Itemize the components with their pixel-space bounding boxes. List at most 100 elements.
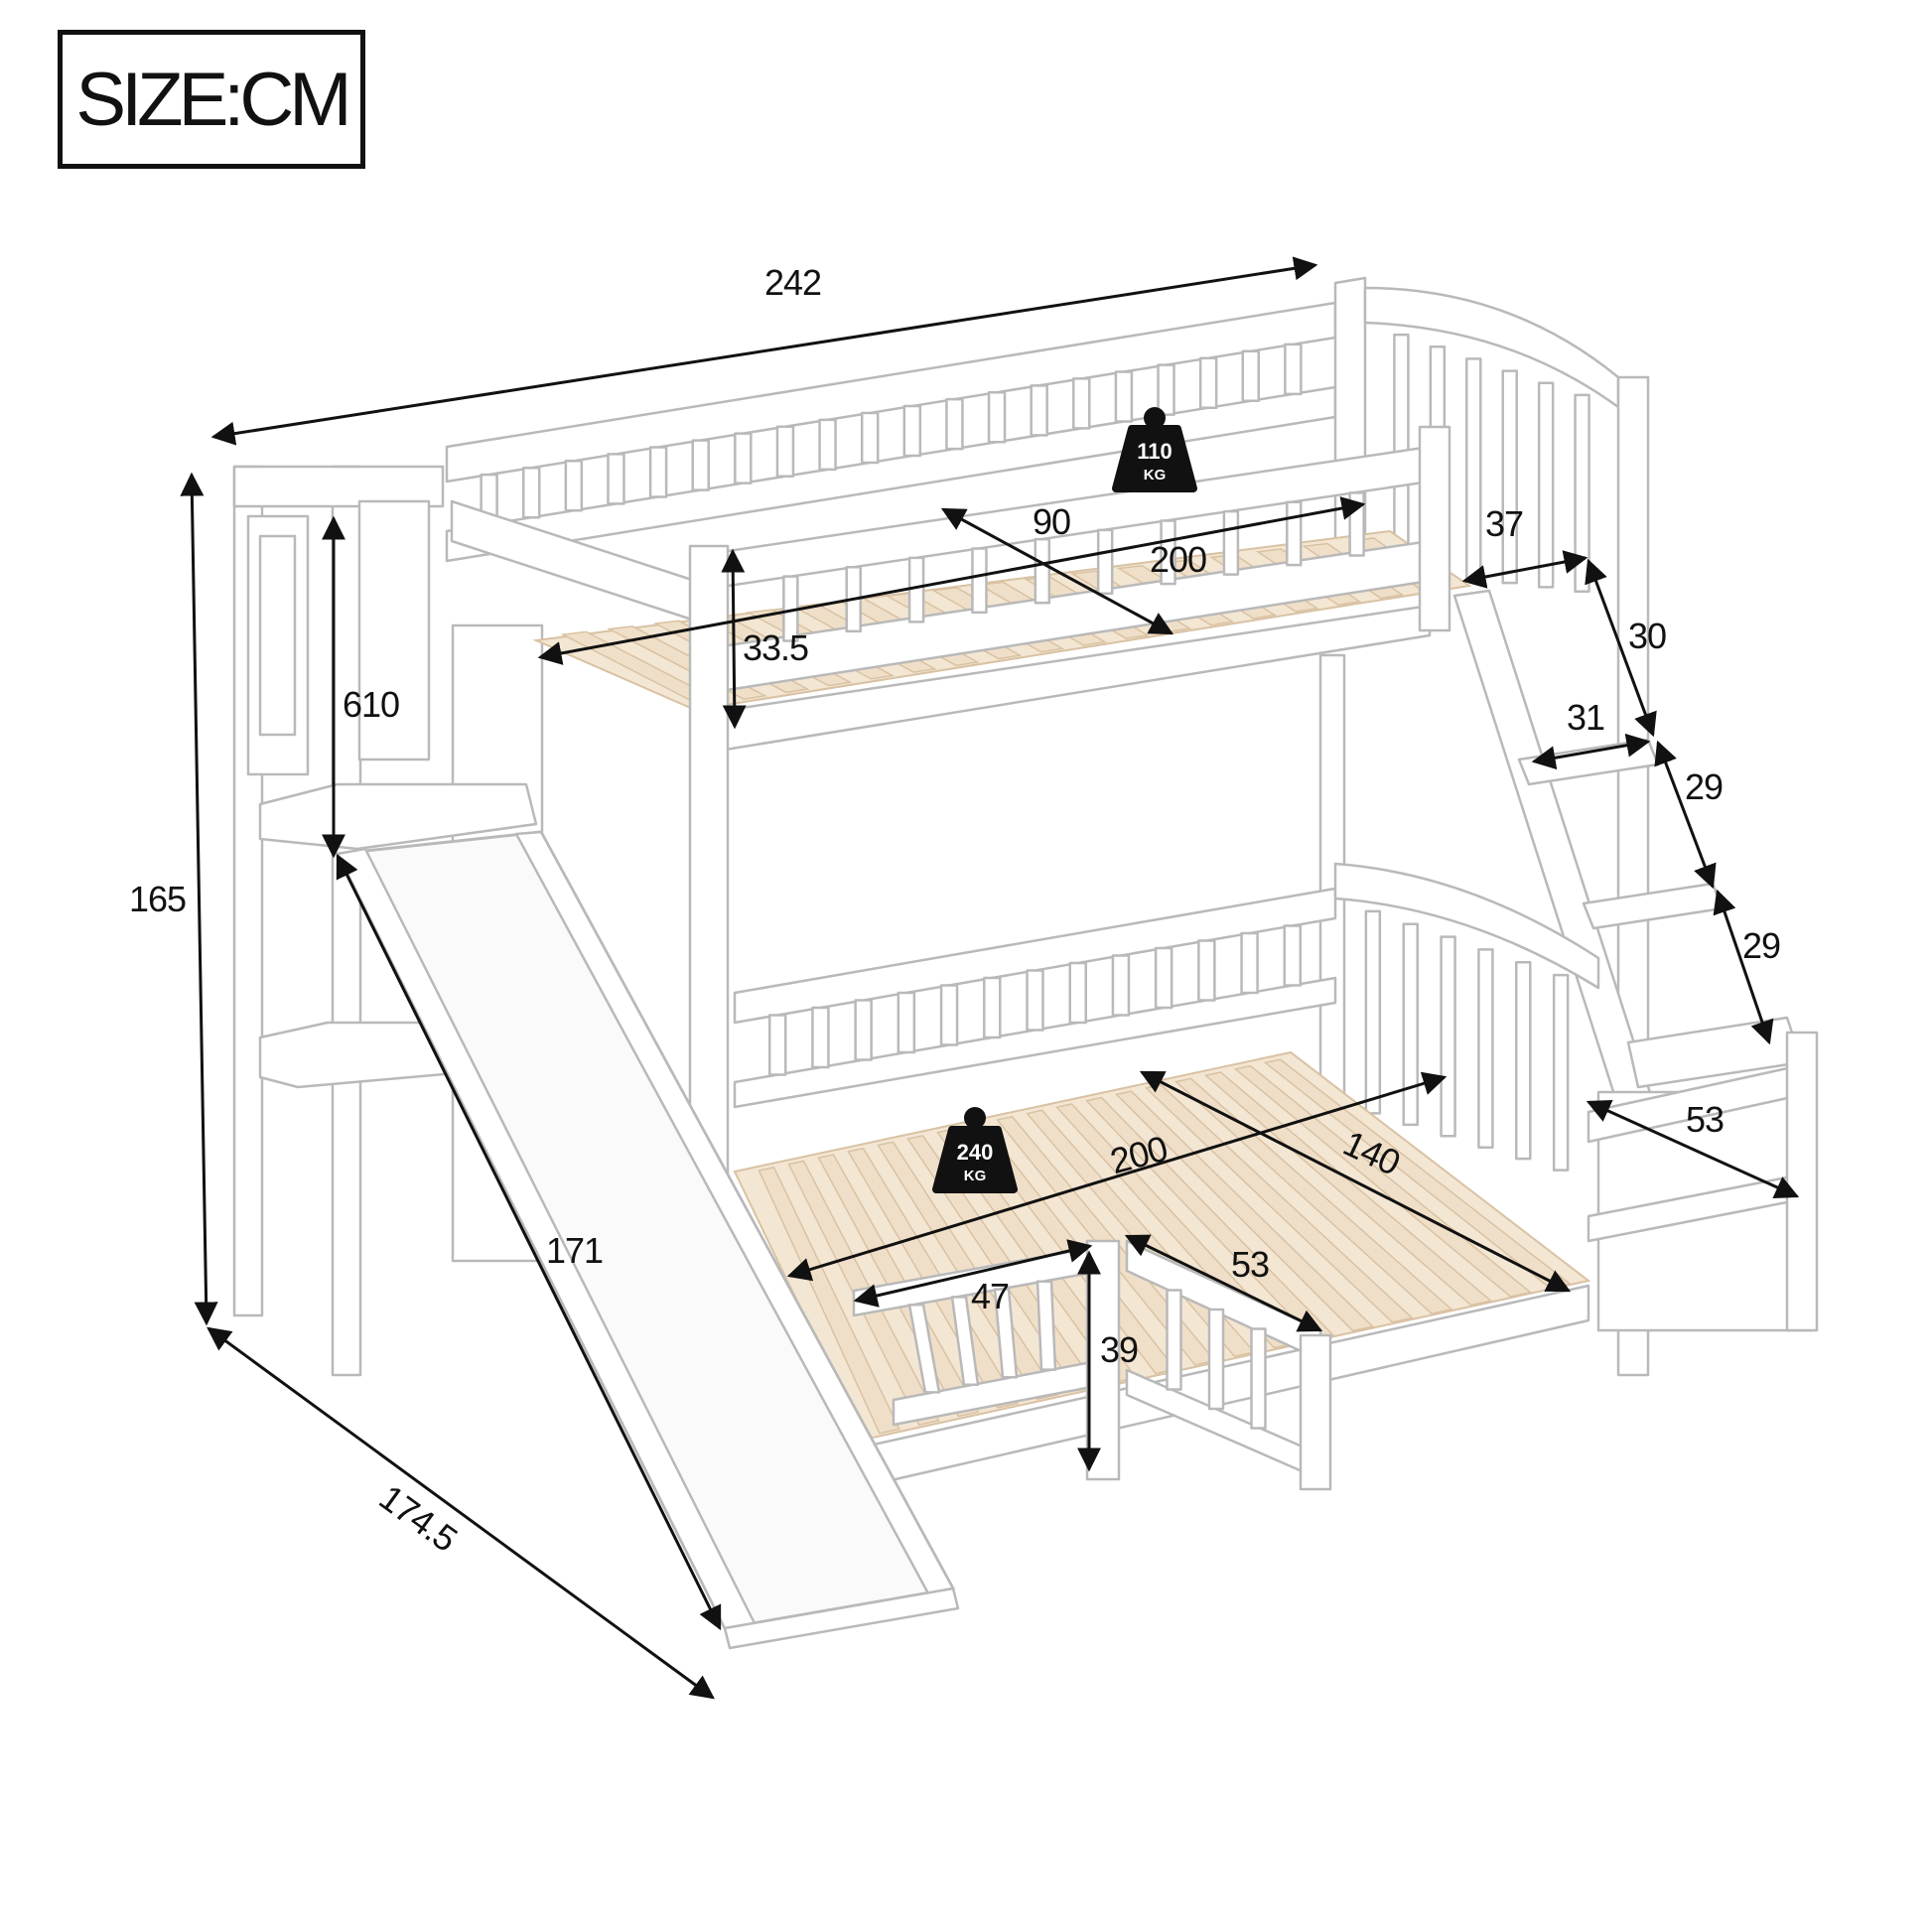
- slat: [1157, 363, 1175, 416]
- slat: [1111, 954, 1131, 1017]
- label-guard-height-lower: 39: [1100, 1329, 1138, 1370]
- slat: [1030, 384, 1048, 437]
- slat: [1537, 381, 1555, 589]
- slat: [767, 1014, 787, 1076]
- bed-structure: [232, 276, 1819, 1650]
- slat: [939, 984, 959, 1046]
- arrow-slide-length: [336, 853, 722, 1631]
- slat: [648, 446, 668, 498]
- gate-post: [1299, 1333, 1332, 1491]
- right-guard-post: [1785, 1031, 1819, 1332]
- slat: [775, 425, 795, 479]
- slat: [907, 556, 925, 623]
- slat: [1348, 491, 1365, 557]
- slat: [1114, 370, 1134, 423]
- bottom-load-value: 240: [957, 1140, 994, 1165]
- label-step-rise-2: 29: [1685, 766, 1723, 807]
- size-unit-label: SIZE:CM: [58, 30, 365, 169]
- top-load-value: 110: [1137, 439, 1173, 464]
- slat: [1402, 922, 1419, 1127]
- dimension-arrows: [180, 256, 1800, 1700]
- label-overall-length: 242: [764, 262, 821, 303]
- slat: [1501, 369, 1518, 585]
- slat: [1364, 909, 1382, 1115]
- slat: [1283, 924, 1303, 987]
- lower-back-top-rail: [733, 887, 1337, 1025]
- label-top-length: 200: [1150, 539, 1206, 580]
- slat: [1068, 961, 1087, 1025]
- arrow-step-rise-3: [1713, 889, 1774, 1045]
- slat: [564, 460, 584, 512]
- label-stair-box-width: 53: [1686, 1099, 1724, 1140]
- slat: [1241, 349, 1261, 403]
- slat: [1465, 357, 1482, 581]
- slat: [1222, 509, 1240, 576]
- slat: [1166, 1289, 1182, 1391]
- tower-top-rail: [232, 465, 445, 508]
- slat: [983, 976, 1002, 1039]
- label-step-width: 31: [1567, 697, 1604, 738]
- slat: [1034, 537, 1051, 605]
- ladder-step-2: [1582, 882, 1725, 930]
- slat: [1207, 1308, 1225, 1411]
- arrow-stair-box-width: [1586, 1099, 1800, 1199]
- arrow-gate-opening: [1124, 1234, 1323, 1332]
- arrow-step-rise-1: [1585, 558, 1657, 738]
- slat: [945, 397, 964, 451]
- slat: [607, 453, 625, 505]
- top-load-unit: KG: [1144, 467, 1167, 483]
- slat: [1552, 973, 1570, 1172]
- slat: [1286, 500, 1303, 567]
- bottom-load-unit: KG: [964, 1168, 987, 1184]
- slat: [1440, 935, 1456, 1138]
- tower-post-front-left: [331, 465, 362, 1377]
- label-top-width: 90: [1033, 501, 1070, 542]
- slat: [897, 991, 916, 1054]
- label-slide-length: 171: [546, 1230, 603, 1271]
- slat: [1284, 343, 1303, 396]
- slat: [1250, 1327, 1267, 1430]
- slat: [987, 390, 1007, 444]
- upper-guard-post: [1418, 425, 1451, 632]
- arrow-step-rise-2: [1654, 740, 1717, 890]
- arrow-guard-height: [721, 548, 747, 730]
- slat: [1154, 946, 1173, 1010]
- slat: [971, 547, 988, 615]
- slat: [1574, 393, 1590, 593]
- label-overall-height: 165: [129, 879, 186, 919]
- slat: [902, 404, 922, 458]
- label-guard-height: 33.5: [743, 627, 808, 668]
- slat: [1198, 356, 1218, 409]
- slat: [811, 1006, 830, 1069]
- slat: [521, 466, 541, 519]
- slat: [1240, 931, 1259, 995]
- arrow-overall-height: [180, 472, 218, 1326]
- slat: [691, 439, 710, 491]
- arrow-guard-length: [853, 1239, 1093, 1308]
- slat: [734, 432, 753, 484]
- slat: [1035, 1280, 1057, 1371]
- arrow-stair-top-width: [1461, 550, 1588, 589]
- slat: [1026, 969, 1044, 1032]
- label-guard-length: 47: [971, 1276, 1009, 1316]
- label-platform-height: 610: [343, 684, 399, 725]
- slide-lip: [723, 1587, 960, 1650]
- slat: [1197, 939, 1216, 1002]
- slat: [860, 411, 880, 465]
- label-step-rise-1: 30: [1628, 616, 1666, 656]
- label-overall-depth: 174.5: [372, 1476, 465, 1559]
- tower-side-panel: [357, 499, 431, 761]
- lower-headboard-arch: [1333, 862, 1600, 990]
- arrow-top-width: [940, 507, 1174, 635]
- arrow-overall-length: [210, 256, 1318, 446]
- tower-panel-inset: [258, 534, 297, 737]
- slat: [854, 999, 873, 1061]
- label-gate-opening: 53: [1231, 1244, 1269, 1285]
- slat: [1072, 377, 1091, 430]
- slat: [1477, 948, 1494, 1149]
- arrow-step-width: [1531, 733, 1651, 770]
- slat: [1096, 528, 1114, 595]
- slat: [818, 418, 837, 472]
